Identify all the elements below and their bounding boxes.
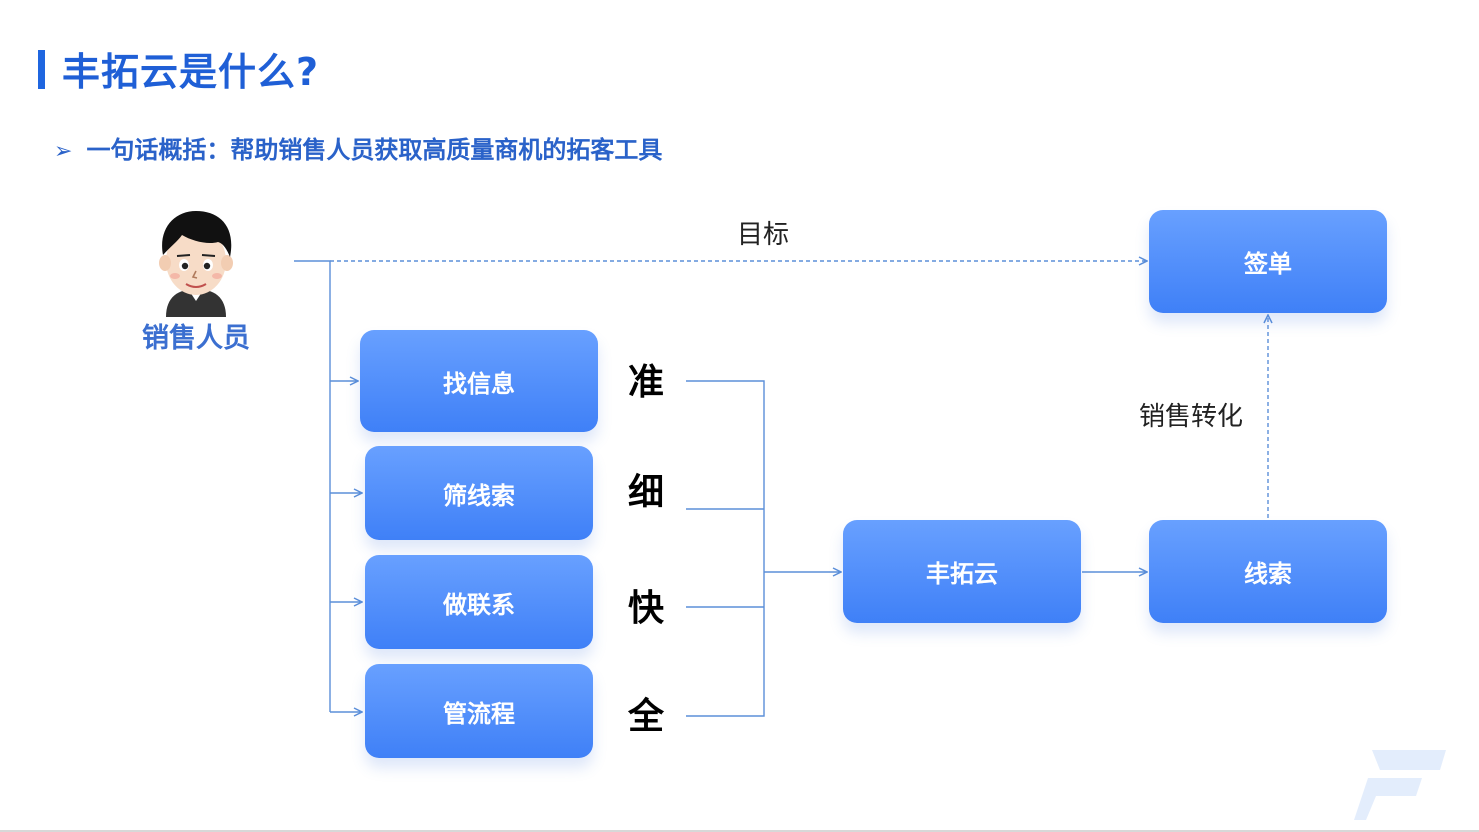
subtitle-text: 一句话概括：帮助销售人员获取高质量商机的拓客工具 [86, 136, 663, 164]
salesperson-label: 销售人员 [142, 323, 250, 354]
quality-accurate: 准 [627, 362, 664, 403]
quality-bracket [686, 380, 765, 717]
product-box: 丰拓云 [843, 520, 1081, 623]
person-trunk-line [294, 260, 331, 712]
contact-box: 做联系 [365, 555, 593, 649]
deal-box: 签单 [1149, 210, 1387, 313]
filter-leads-box: 筛线索 [365, 446, 593, 540]
arrow-bullet-icon: ➢ [54, 139, 73, 164]
goal-label: 目标 [737, 220, 790, 250]
find-info-box: 找信息 [360, 330, 598, 432]
quality-detailed: 细 [627, 472, 664, 513]
manage-flow-box: 管流程 [365, 664, 593, 758]
bottom-divider [0, 830, 1479, 832]
leads-box: 线索 [1149, 520, 1387, 623]
quality-complete: 全 [627, 696, 664, 737]
title-accent-bar [38, 50, 45, 89]
salesperson-avatar-icon [159, 211, 233, 317]
brand-logo-icon [1354, 750, 1446, 820]
page-title: 丰拓云是什么? [62, 50, 320, 94]
conversion-label: 销售转化 [1139, 402, 1244, 432]
quality-fast: 快 [627, 588, 664, 629]
page-subtitle: ➢ 一句话概括：帮助销售人员获取高质量商机的拓客工具 [54, 130, 662, 172]
